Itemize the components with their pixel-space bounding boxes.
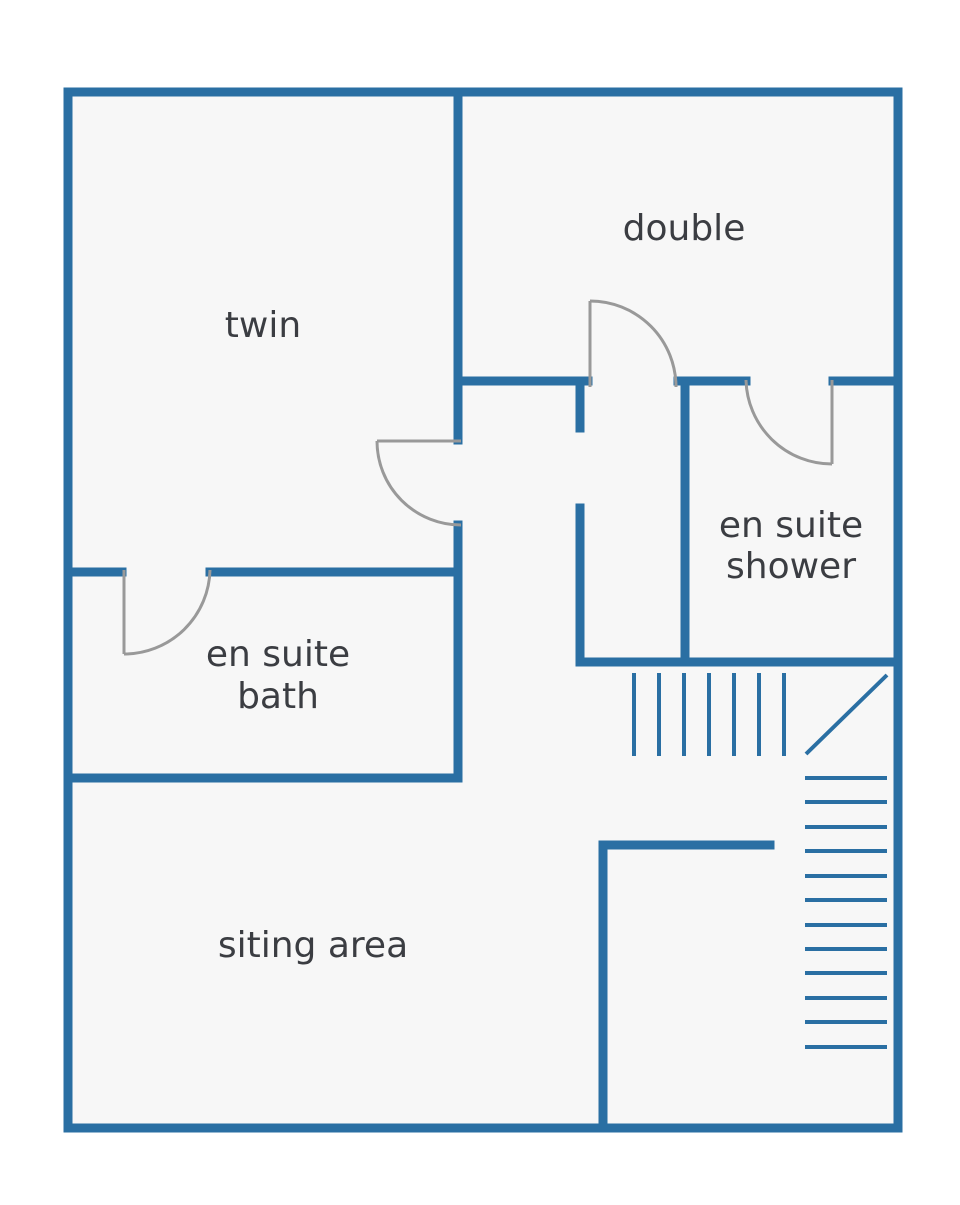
door-shower xyxy=(744,379,834,466)
doors xyxy=(122,299,834,656)
room-label-sitting-area: siting area xyxy=(218,925,408,966)
room-label-ensuite-shower-1: en suite xyxy=(719,505,863,546)
room-label-twin: twin xyxy=(225,305,301,346)
outer-wall xyxy=(63,87,903,1133)
room-label-ensuite-bath-1: en suite xyxy=(206,634,350,675)
stair-landing-diagonal xyxy=(804,673,889,756)
room-label-ensuite-shower-2: shower xyxy=(726,546,856,587)
staircase xyxy=(632,673,889,1049)
walls xyxy=(63,87,903,1133)
room-label-ensuite-bath-2: bath xyxy=(237,676,319,717)
door-twin xyxy=(375,439,462,527)
door-bath xyxy=(122,569,212,656)
room-label-double: double xyxy=(623,208,746,249)
door-double xyxy=(588,299,678,388)
floor-area xyxy=(68,92,898,1128)
